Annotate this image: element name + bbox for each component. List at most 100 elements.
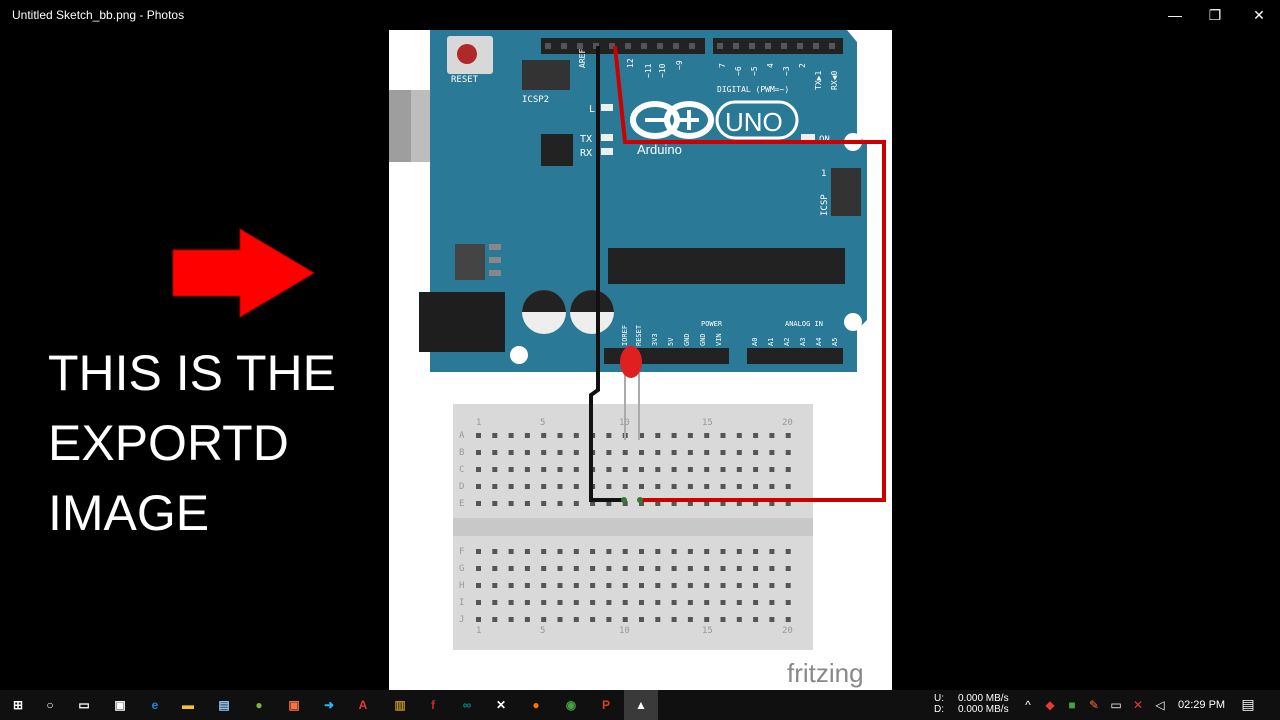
breadboard-hole xyxy=(785,467,791,472)
caption-line-1: THIS IS THE xyxy=(48,345,337,401)
upload-value: 0.000 MB/s xyxy=(958,693,1009,704)
breadboard-hole xyxy=(687,583,693,588)
col-20-label: 20 xyxy=(782,418,793,428)
breadboard-hole xyxy=(508,484,514,489)
breadboard-hole xyxy=(606,566,612,571)
breadboard-hole xyxy=(687,501,693,506)
breadboard-hole xyxy=(671,583,677,588)
analog-header xyxy=(747,348,843,364)
breadboard-hole xyxy=(671,566,677,571)
breadboard-hole xyxy=(785,450,791,455)
col-20-bottom-label: 20 xyxy=(782,626,793,636)
header-pin xyxy=(689,43,695,49)
action-center-icon[interactable]: ▤ xyxy=(1241,695,1255,712)
breadboard-hole xyxy=(655,450,661,455)
tx1-label: TX▶1 xyxy=(814,71,823,90)
acrobat-icon[interactable]: A xyxy=(358,698,368,712)
powerpoint-icon[interactable]: P xyxy=(601,698,610,712)
breadboard-hole xyxy=(753,617,759,622)
restore-button[interactable]: ❐ xyxy=(1208,6,1222,23)
a0-label: A0 xyxy=(751,338,759,346)
network-speed: U:0.000 MB/s D:0.000 MB/s xyxy=(934,693,1009,715)
breadboard-hole xyxy=(508,467,514,472)
breadboard-hole xyxy=(687,617,693,622)
volume-icon[interactable]: ◁ xyxy=(1155,698,1165,712)
breadboard-hole xyxy=(785,501,791,506)
pin2-label: 2 xyxy=(798,63,807,68)
battery-icon[interactable]: ▭ xyxy=(1110,698,1122,712)
breadboard-hole xyxy=(720,600,726,605)
store-icon[interactable]: ▣ xyxy=(114,698,126,712)
rx-label: RX xyxy=(580,148,592,159)
show-hidden-icons-icon[interactable]: ^ xyxy=(1025,698,1031,712)
header-pin xyxy=(657,43,663,49)
pin11-label: ~11 xyxy=(644,63,653,78)
breadboard-hole xyxy=(639,617,644,622)
start-icon[interactable]: ⊞ xyxy=(12,698,24,712)
shield-app-icon[interactable]: ◆ xyxy=(1045,698,1055,712)
close-button[interactable]: ✕ xyxy=(1253,6,1265,23)
breadboard-hole xyxy=(573,600,579,605)
col-5-label: 5 xyxy=(540,418,545,428)
breadboard-hole xyxy=(606,549,612,554)
breadboard-hole xyxy=(639,549,644,554)
wifi-icon[interactable]: ✕ xyxy=(1132,698,1144,712)
breadboard-hole xyxy=(492,450,498,455)
caption-line-2: EXPORTD xyxy=(48,415,289,471)
breadboard-hole xyxy=(704,467,710,472)
connect-icon[interactable]: ✕ xyxy=(495,698,507,712)
tx-label: TX xyxy=(580,134,592,145)
breadboard-hole xyxy=(704,484,710,489)
arduino-logo: UNO Arduino xyxy=(630,100,799,157)
chrome-icon[interactable]: ◉ xyxy=(565,698,577,712)
arrow-app-icon[interactable]: ➜ xyxy=(323,698,335,712)
firefox-icon[interactable]: ● xyxy=(532,698,540,712)
pin5-label: ~5 xyxy=(750,66,759,76)
header-pin xyxy=(625,43,631,49)
photos-icon[interactable]: ▲ xyxy=(624,690,658,720)
breadboard-hole xyxy=(524,467,530,472)
row-b-label: B xyxy=(459,448,464,458)
breadboard-hole xyxy=(557,467,563,472)
file-explorer-icon[interactable]: ▬ xyxy=(182,698,194,712)
edge-icon[interactable]: e xyxy=(151,698,159,712)
orange-app-icon[interactable]: ▣ xyxy=(288,698,300,712)
photo-viewer-image: RESET ICSP2 AREF 12 ~11 ~10 ~9 7 ~6 ~5 4… xyxy=(389,30,892,691)
defender-icon[interactable]: ■ xyxy=(1068,698,1076,712)
breadboard-hole xyxy=(476,566,481,571)
breadboard-hole xyxy=(785,549,791,554)
breadboard-hole xyxy=(492,549,498,554)
filezilla-icon[interactable]: f xyxy=(431,698,435,712)
icsp-header xyxy=(831,168,861,216)
breadboard-hole xyxy=(736,617,742,622)
android-app-icon[interactable]: ● xyxy=(255,698,263,712)
clock[interactable]: 02:29 PM xyxy=(1178,699,1226,711)
cortana-icon[interactable]: ○ xyxy=(46,698,54,712)
breadboard-hole xyxy=(687,450,693,455)
breadboard-hole xyxy=(622,484,628,489)
5v-label: 5V xyxy=(667,337,675,346)
task-view-icon[interactable]: ▭ xyxy=(78,698,90,712)
breadboard-hole xyxy=(524,600,530,605)
notepad-icon[interactable]: ▤ xyxy=(218,698,230,712)
breadboard-hole xyxy=(557,450,563,455)
breadboard-hole xyxy=(704,617,710,622)
breadboard-hole xyxy=(524,566,530,571)
power-jack xyxy=(419,292,505,352)
breadboard-hole xyxy=(622,549,628,554)
black-wire xyxy=(589,46,624,502)
uno-label: UNO xyxy=(725,107,783,137)
breadboard-hole xyxy=(573,484,579,489)
breadboard-hole xyxy=(622,467,628,472)
breadboard-hole xyxy=(687,566,693,571)
breadboard-hole xyxy=(639,501,644,506)
breadboard-hole xyxy=(622,600,628,605)
breadboard-hole xyxy=(557,501,563,506)
breadboard-hole xyxy=(492,467,498,472)
minimize-button[interactable]: — xyxy=(1168,7,1182,23)
flag-icon[interactable]: ✎ xyxy=(1088,698,1100,712)
arduino-icon[interactable]: ∞ xyxy=(462,698,472,712)
breadboard-hole xyxy=(639,583,644,588)
col-10-bottom-label: 10 xyxy=(619,626,630,636)
winrar-icon[interactable]: ▥ xyxy=(394,698,406,712)
